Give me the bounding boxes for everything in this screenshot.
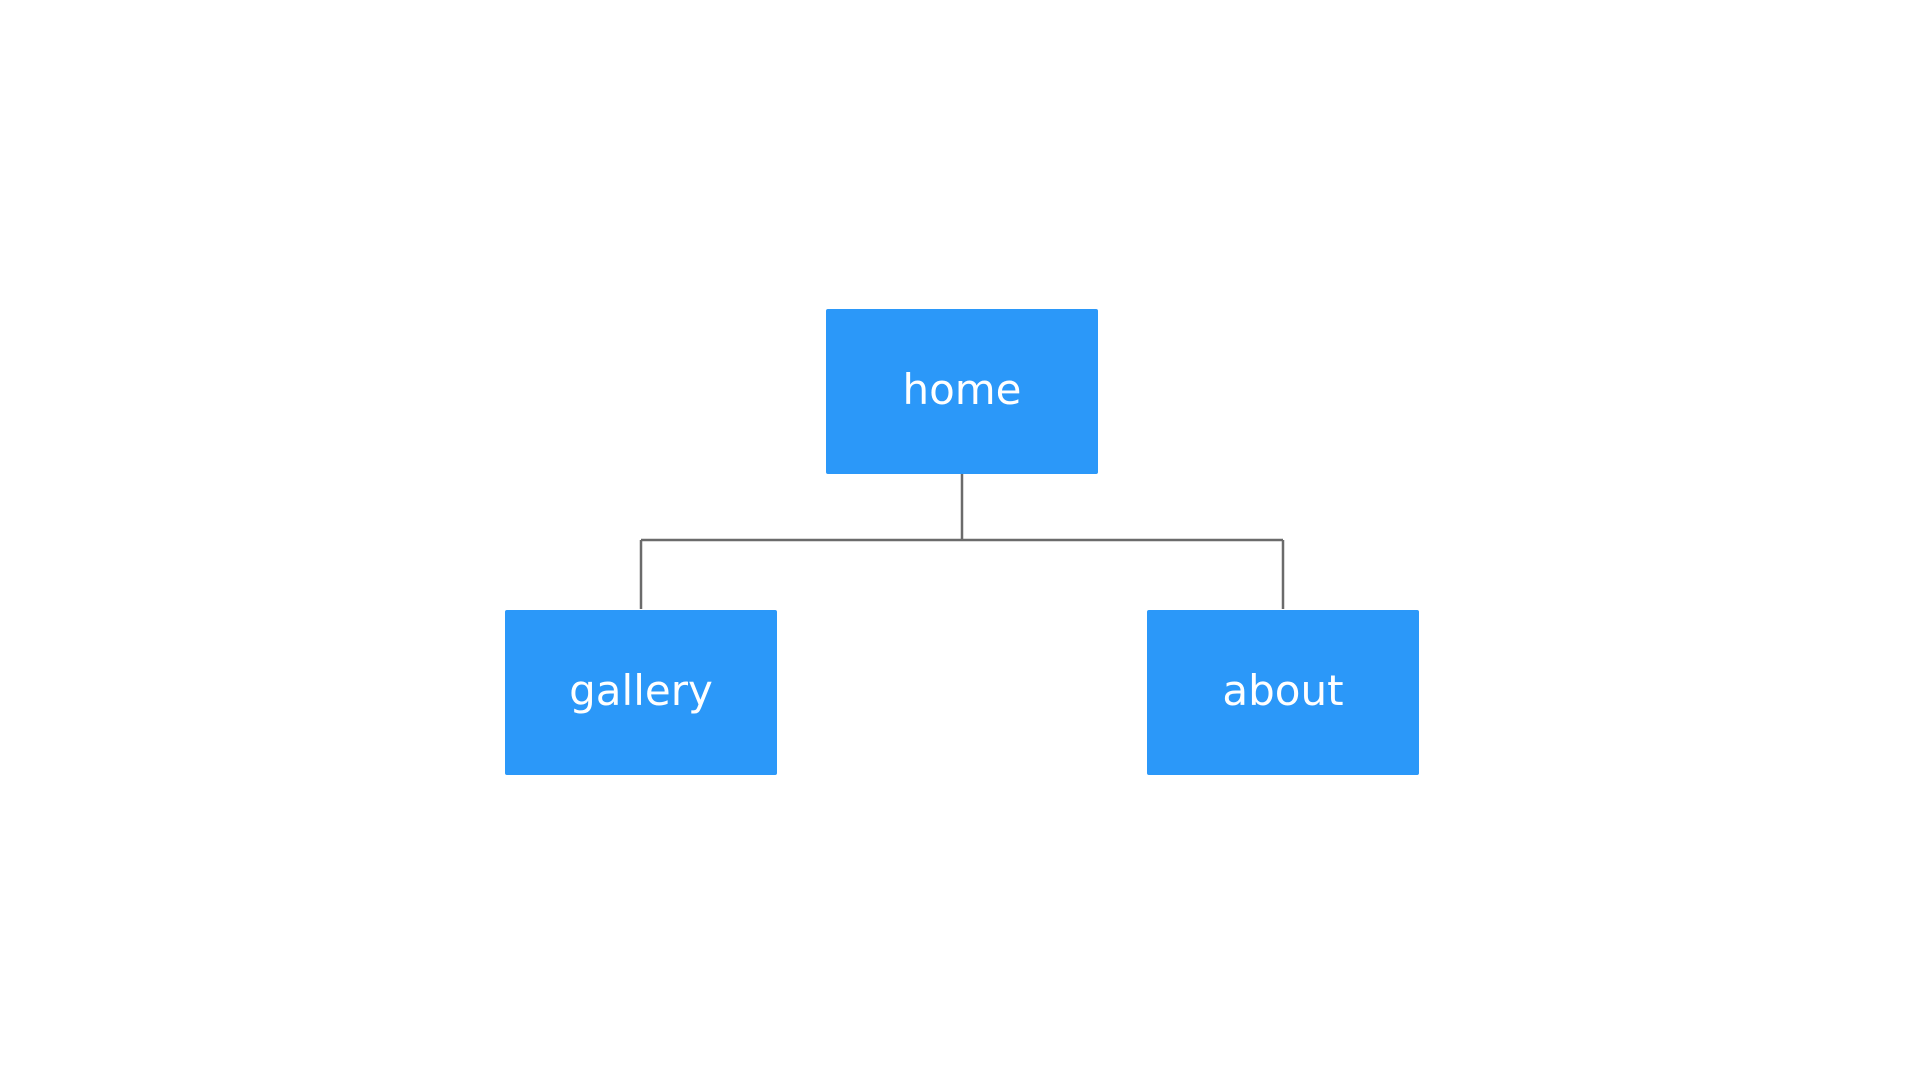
node-about: about <box>1147 610 1419 775</box>
node-gallery: gallery <box>505 610 777 775</box>
node-gallery-label: gallery <box>569 666 713 715</box>
node-home: home <box>826 309 1098 474</box>
node-about-label: about <box>1222 666 1344 715</box>
node-home-label: home <box>902 365 1022 414</box>
